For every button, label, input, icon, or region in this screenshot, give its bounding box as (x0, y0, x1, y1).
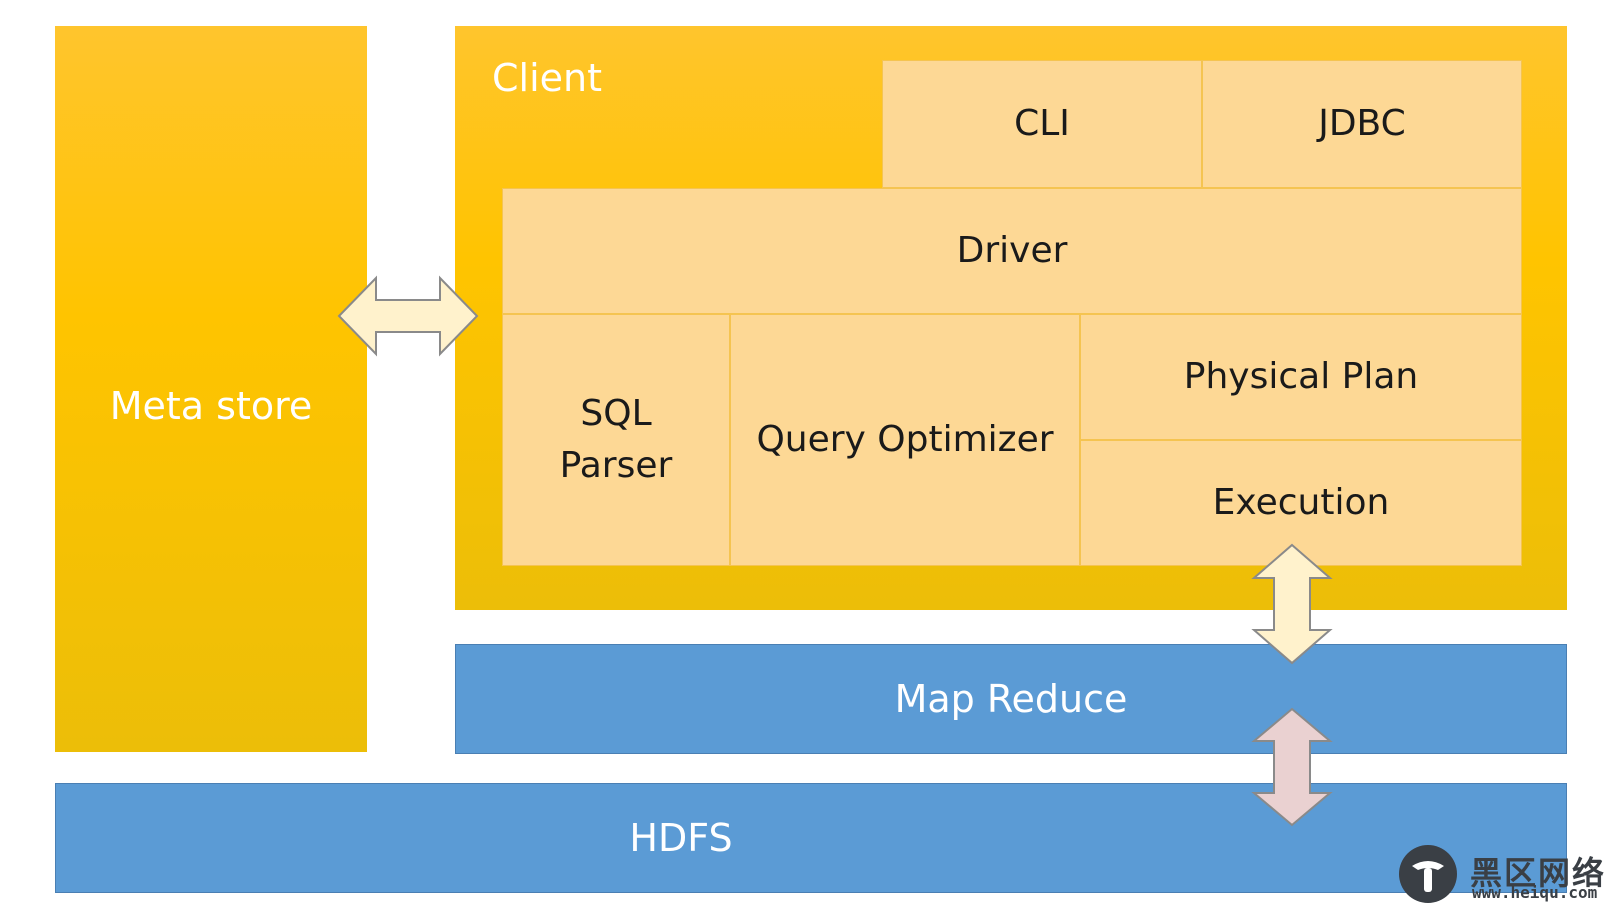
map-reduce-block: Map Reduce (455, 644, 1567, 754)
driver-block: Driver (502, 188, 1522, 314)
execution-mapreduce-arrow (1251, 543, 1333, 665)
sql-parser-block: SQL Parser (502, 314, 730, 566)
client-label: Client (492, 56, 603, 100)
watermark-logo-icon (1399, 845, 1457, 903)
physical-plan-block: Physical Plan (1080, 314, 1522, 440)
watermark-url: www.heiqu.com (1472, 883, 1598, 902)
query-optimizer-block: Query Optimizer (730, 314, 1080, 566)
mapreduce-hdfs-arrow (1251, 707, 1333, 827)
cli-block: CLI (882, 60, 1202, 188)
execution-block: Execution (1080, 440, 1522, 566)
metastore-label: Meta store (109, 384, 313, 428)
jdbc-block: JDBC (1202, 60, 1522, 188)
watermark-title: 黑区网络 (1470, 854, 1607, 892)
metastore-block: Meta store (55, 26, 367, 752)
hdfs-block: HDFS (55, 783, 1567, 893)
metastore-client-arrow (337, 275, 479, 357)
sql-parser-label: SQL Parser (559, 392, 673, 486)
